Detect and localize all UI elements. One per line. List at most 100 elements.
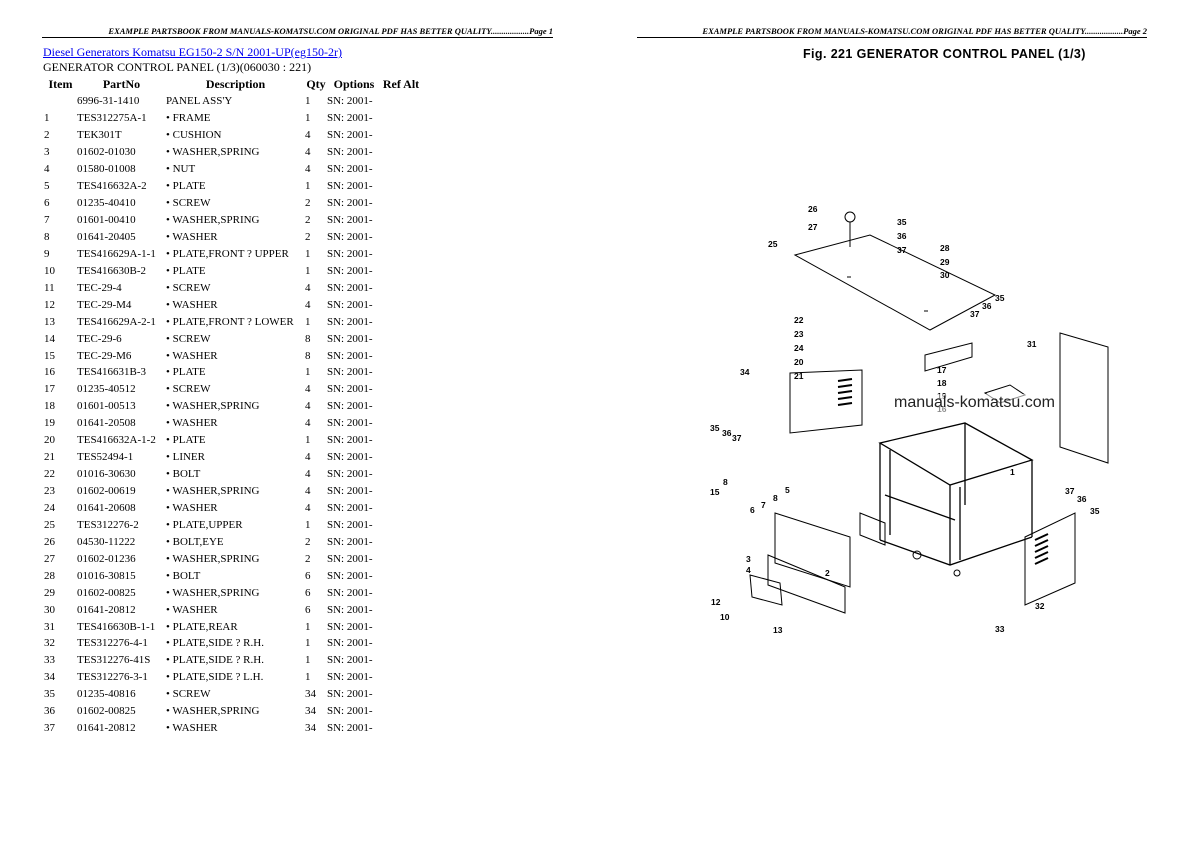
cell-partno: 01602-01236 <box>77 552 136 565</box>
cell-qty: 1 <box>305 95 311 108</box>
cell-description: • WASHER,SPRING <box>166 485 260 498</box>
cell-item: 19 <box>44 417 55 430</box>
cell-qty: 6 <box>305 603 311 616</box>
cell-ref-alt <box>381 500 421 517</box>
cell-ref-alt <box>381 381 421 398</box>
cell-qty: 34 <box>305 705 316 718</box>
cell-item: 21 <box>44 451 55 464</box>
callout: 8 <box>773 493 778 503</box>
callout: 35 <box>995 293 1005 303</box>
header-ref-alt: Ref Alt <box>382 77 420 91</box>
cell-description: • BOLT,EYE <box>166 535 224 548</box>
cell-partno: TEK301T <box>77 129 122 142</box>
cell-partno: TES416629A-2-1 <box>77 315 156 328</box>
cell-description: • PLATE,REAR <box>166 620 238 633</box>
cell-partno: TES52494-1 <box>77 451 134 464</box>
cell-ref-alt <box>381 601 421 618</box>
cell-options: SN: 2001- <box>327 654 373 667</box>
cell-ref-alt <box>381 347 421 364</box>
callout: 28 <box>940 243 950 253</box>
cell-options: SN: 2001- <box>327 298 373 311</box>
cell-description: • PLATE,SIDE ? R.H. <box>166 654 264 667</box>
cell-item: 20 <box>44 434 55 447</box>
callout: 37 <box>1065 486 1075 496</box>
cell-ref-alt <box>381 432 421 449</box>
cell-description: • BOLT <box>166 468 201 481</box>
cell-ref-alt <box>381 178 421 195</box>
upper-plate-shape <box>793 234 997 331</box>
header-description: Description <box>205 77 266 91</box>
cell-ref-alt <box>381 703 421 720</box>
cell-qty: 1 <box>305 620 311 633</box>
cell-description: • PLATE,UPPER <box>166 518 243 531</box>
right-panel-vents <box>1034 533 1049 565</box>
cell-item: 13 <box>44 315 55 328</box>
cell-ref-alt <box>381 516 421 533</box>
cell-partno: TES416632A-2 <box>77 180 147 193</box>
callout: 35 <box>1090 506 1100 516</box>
callout: 1 <box>1010 467 1015 477</box>
cell-partno: 01602-00619 <box>77 485 136 498</box>
callout: 18 <box>937 378 947 388</box>
cell-ref-alt <box>381 669 421 686</box>
cell-item: 10 <box>44 264 55 277</box>
cell-ref-alt <box>381 550 421 567</box>
cell-qty: 4 <box>305 383 311 396</box>
cell-options: SN: 2001- <box>327 417 373 430</box>
cell-partno: 01602-00825 <box>77 705 136 718</box>
cell-item: 34 <box>44 671 55 684</box>
cell-options: SN: 2001- <box>327 552 373 565</box>
cell-qty: 8 <box>305 332 311 345</box>
cell-partno: 01602-01030 <box>77 146 136 159</box>
cell-ref-alt <box>381 212 421 229</box>
eye-bolt-shape <box>844 211 856 223</box>
callout: 23 <box>794 329 804 339</box>
cell-description: • PLATE,SIDE ? L.H. <box>166 671 264 684</box>
cell-ref-alt <box>381 584 421 601</box>
cell-item: 32 <box>44 637 55 650</box>
cell-qty: 4 <box>305 451 311 464</box>
header-qty: Qty <box>306 77 326 91</box>
cell-options: SN: 2001- <box>327 468 373 481</box>
cell-item: 3 <box>44 146 50 159</box>
cell-description: • WASHER,SPRING <box>166 400 260 413</box>
cell-partno: 01641-20508 <box>77 417 136 430</box>
cell-item: 8 <box>44 230 50 243</box>
cell-partno: TEC-29-6 <box>77 332 122 345</box>
cell-qty: 2 <box>305 230 311 243</box>
cell-partno: TES312276-41S <box>77 654 151 667</box>
cell-options: SN: 2001- <box>327 95 373 108</box>
cell-item: 5 <box>44 180 50 193</box>
cell-partno: TES416630B-1-1 <box>77 620 156 633</box>
cell-partno: 01016-30630 <box>77 468 136 481</box>
cell-qty: 1 <box>305 518 311 531</box>
page-banner: EXAMPLE PARTSBOOK FROM MANUALS-KOMATSU.C… <box>637 25 1147 38</box>
cell-options: SN: 2001- <box>327 197 373 210</box>
callout: 29 <box>940 257 950 267</box>
cell-item: 2 <box>44 129 50 142</box>
callout: 12 <box>711 597 721 607</box>
cell-description: • CUSHION <box>166 129 222 142</box>
cell-qty: 8 <box>305 349 311 362</box>
nut-shape <box>912 550 922 560</box>
cell-item: 36 <box>44 705 55 718</box>
cell-options: SN: 2001- <box>327 620 373 633</box>
model-link[interactable]: Diesel Generators Komatsu EG150-2 S/N 20… <box>43 45 342 59</box>
callout: 6 <box>750 505 755 515</box>
callout: 35 <box>897 217 907 227</box>
cell-qty: 1 <box>305 366 311 379</box>
cell-options: SN: 2001- <box>327 332 373 345</box>
cell-options: SN: 2001- <box>327 315 373 328</box>
cell-ref-alt <box>381 686 421 703</box>
cell-description: • PLATE <box>166 264 206 277</box>
cell-description: • WASHER <box>166 722 218 735</box>
table-header-row: Item PartNo Description Qty Options Ref … <box>44 76 421 93</box>
cell-description: • WASHER,SPRING <box>166 146 260 159</box>
